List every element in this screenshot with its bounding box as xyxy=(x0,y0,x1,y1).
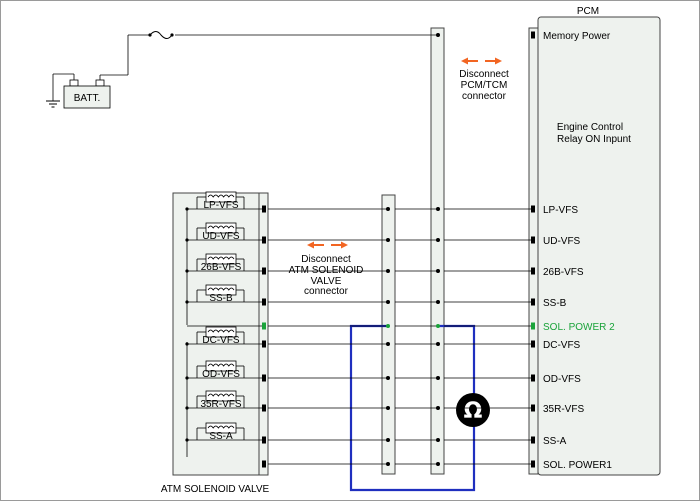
solenoid-label: SS-B xyxy=(209,293,233,304)
atm-terminal xyxy=(262,267,266,275)
short-connector-pin xyxy=(386,207,390,211)
pcm-terminal xyxy=(531,298,535,306)
solenoid-label: 35R-VFS xyxy=(200,399,241,410)
harness-connector-tall[interactable] xyxy=(430,27,445,475)
harness-connector-short[interactable] xyxy=(381,194,396,475)
battery xyxy=(63,85,111,109)
battery-circuit xyxy=(46,31,437,109)
pcm-terminal xyxy=(531,267,535,275)
tall-connector-pin xyxy=(436,238,440,242)
solenoid-label: 26B-VFS xyxy=(201,262,242,273)
atm-terminal xyxy=(262,298,266,306)
atm-terminal xyxy=(262,374,266,382)
tall-connector-pin xyxy=(436,438,440,442)
wire-layer xyxy=(187,31,535,468)
pcm-terminal xyxy=(531,374,535,382)
pcm-terminal xyxy=(531,404,535,412)
atm-disconnect-label-2: ATM SOLENOID xyxy=(289,265,364,276)
short-connector-pin xyxy=(386,376,390,380)
pcm-pin-ss-b: SS-B xyxy=(543,298,567,309)
pcm-pin-sol-power-2: SOL. POWER 2 xyxy=(543,322,615,333)
solenoid-label: DC-VFS xyxy=(202,335,240,346)
atm-terminal xyxy=(262,340,266,348)
tall-connector-pin xyxy=(436,462,440,466)
pcm-terminal xyxy=(531,436,535,444)
solenoid-lp-vfs: LP-VFS xyxy=(185,191,262,211)
short-connector-pin xyxy=(386,342,390,346)
pcm-pin-ss-a: SS-A xyxy=(543,436,567,447)
pcm-terminal xyxy=(531,340,535,348)
tall-connector-pin xyxy=(436,207,440,211)
tall-connector-pin xyxy=(436,269,440,273)
engine-control-label-2: Relay ON Inpunt xyxy=(557,134,631,145)
tall-connector-pin xyxy=(436,376,440,380)
ohmmeter-icon[interactable]: Ω xyxy=(456,393,490,427)
pcm-disconnect-label-2: PCM/TCM xyxy=(461,80,508,91)
pcm-terminal xyxy=(531,322,535,330)
tall-connector-pin xyxy=(436,324,440,328)
solenoid-35r-vfs: 35R-VFS xyxy=(185,390,262,410)
pcm-terminal xyxy=(531,31,535,39)
solenoid-label: UD-VFS xyxy=(202,231,240,242)
atm-terminal xyxy=(262,404,266,412)
tall-connector-pin xyxy=(436,33,440,37)
solenoid-od-vfs: OD-VFS xyxy=(185,360,262,380)
atm-disconnect-arrow-icon xyxy=(307,241,348,249)
pcm-connector[interactable] xyxy=(528,27,539,475)
pcm-terminal xyxy=(531,460,535,468)
short-connector-pin xyxy=(386,300,390,304)
pcm-pin-35r-vfs: 35R-VFS xyxy=(543,404,584,415)
short-connector-pin xyxy=(386,269,390,273)
pcm-pin-memory-power: Memory Power xyxy=(543,31,611,42)
pcm-terminal xyxy=(531,205,535,213)
short-connector-pin xyxy=(386,462,390,466)
solenoid-ss-b: SS-B xyxy=(185,284,262,304)
solenoid-ud-vfs: UD-VFS xyxy=(185,222,262,242)
short-connector-pin xyxy=(386,438,390,442)
pcm-disconnect-arrow-icon xyxy=(461,57,502,65)
atm-title: ATM SOLENOID VALVE xyxy=(161,484,270,495)
tall-connector-pin xyxy=(436,406,440,410)
battery-label: BATT. xyxy=(74,93,100,104)
atm-disconnect-label-3: VALVE xyxy=(311,276,342,287)
svg-text:Ω: Ω xyxy=(464,399,483,424)
solenoid-label: SS-A xyxy=(209,431,233,442)
pcm-pin-ud-vfs: UD-VFS xyxy=(543,236,581,247)
pcm-title: PCM xyxy=(577,6,599,17)
solenoid-ss-a: SS-A xyxy=(185,422,262,442)
atm-disconnect-label-4: connector xyxy=(304,286,349,297)
solenoid-label: LP-VFS xyxy=(203,200,238,211)
engine-control-label-1: Engine Control xyxy=(557,122,623,133)
short-connector-pin xyxy=(386,406,390,410)
atm-terminal xyxy=(262,236,266,244)
tall-connector-pin xyxy=(436,300,440,304)
pcm-pin-26b-vfs: 26B-VFS xyxy=(543,267,584,278)
solenoid-26b-vfs: 26B-VFS xyxy=(185,253,262,273)
pcm-pin-od-vfs: OD-VFS xyxy=(543,374,581,385)
atm-connector[interactable] xyxy=(258,192,269,476)
atm-terminal xyxy=(262,322,266,330)
pcm-disconnect-label-1: Disconnect xyxy=(459,69,509,80)
short-connector-pin xyxy=(386,238,390,242)
atm-terminal xyxy=(262,436,266,444)
solenoid-dc-vfs: DC-VFS xyxy=(185,326,262,346)
short-connector-pin xyxy=(386,324,390,328)
solenoid-label: OD-VFS xyxy=(202,369,240,380)
solenoid-layer: LP-VFS UD-VFS 26B-VFS SS-B DC-VFS OD-VFS 35R-V… xyxy=(185,191,262,442)
atm-disconnect-label-1: Disconnect xyxy=(301,254,351,265)
pcm-pin-lp-vfs: LP-VFS xyxy=(543,205,578,216)
atm-terminal xyxy=(262,205,266,213)
pcm-terminal xyxy=(531,236,535,244)
pcm-pin-sol-power1: SOL. POWER1 xyxy=(543,460,612,471)
pcm-disconnect-label-3: connector xyxy=(462,91,507,102)
atm-terminal xyxy=(262,460,266,468)
tall-connector-pin xyxy=(436,342,440,346)
pcm-pin-dc-vfs: DC-VFS xyxy=(543,340,581,351)
